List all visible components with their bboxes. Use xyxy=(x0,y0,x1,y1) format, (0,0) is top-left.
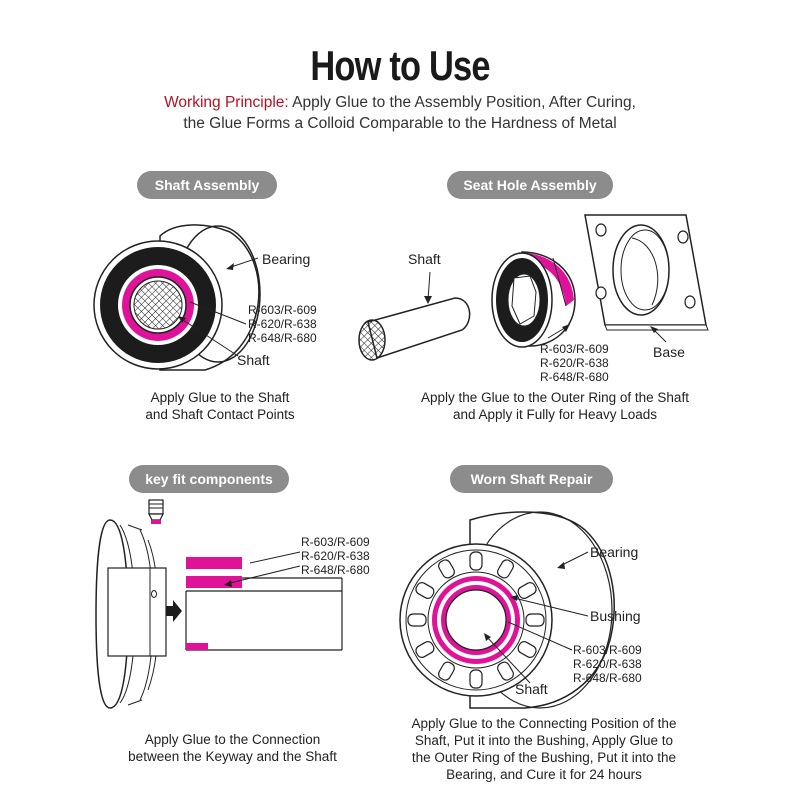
caption-worn-shaft: Apply Glue to the Connecting Position of… xyxy=(411,716,677,782)
label-bearing: Bearing xyxy=(262,251,311,267)
roller-element xyxy=(517,641,537,658)
working-principle: Working Principle: Apply Glue to the Ass… xyxy=(0,92,800,134)
principle-line2: the Glue Forms a Colloid Comparable to t… xyxy=(183,115,617,132)
glue-code: R-603/R-609 xyxy=(248,303,317,317)
pill-key-fit-components: key fit components xyxy=(129,465,289,493)
roller-element xyxy=(469,551,483,571)
base-plate-icon xyxy=(584,214,709,331)
bearing-icon xyxy=(491,251,576,348)
glue-code: R-648/R-680 xyxy=(301,563,370,577)
glue-code: R-620/R-638 xyxy=(573,657,642,671)
roller-element xyxy=(415,641,435,658)
roller-element xyxy=(438,559,455,579)
shaft-icon xyxy=(358,297,471,361)
pill-shaft-assembly: Shaft Assembly xyxy=(137,171,277,199)
label-shaft: Shaft xyxy=(408,251,441,267)
roller-element xyxy=(525,613,545,627)
roller-element xyxy=(438,661,455,681)
label-shaft: Shaft xyxy=(515,681,548,697)
caption-seat-hole: Apply the Glue to the Outer Ring of the … xyxy=(421,390,689,422)
glue-code: R-648/R-680 xyxy=(573,671,642,685)
pill-worn-shaft-repair: Worn Shaft Repair xyxy=(450,465,613,493)
roller-ring xyxy=(407,551,545,689)
glue-codes: R-603/R-609 R-620/R-638 R-648/R-680 xyxy=(248,303,317,345)
glue-code: R-620/R-638 xyxy=(540,356,609,370)
principle-lead: Working Principle: xyxy=(164,94,289,111)
roller-element xyxy=(517,582,537,599)
roller-element xyxy=(497,559,514,579)
roller-element xyxy=(469,669,483,689)
caption-key-fit: Apply Glue to the Connection between the… xyxy=(128,732,337,764)
principle-line1: Apply Glue to the Assembly Position, Aft… xyxy=(288,94,636,111)
arrow-right-icon xyxy=(166,600,182,622)
glue-codes: R-603/R-609 R-620/R-638 R-648/R-680 xyxy=(301,535,370,577)
glue-code: R-648/R-680 xyxy=(540,370,609,384)
glue-code: R-648/R-680 xyxy=(248,331,317,345)
glue-code: R-620/R-638 xyxy=(301,549,370,563)
glue-code: R-620/R-638 xyxy=(248,317,317,331)
label-bushing: Bushing xyxy=(590,608,641,624)
roller-element xyxy=(407,613,427,627)
shaft-icon xyxy=(445,589,507,651)
glue-code: R-603/R-609 xyxy=(301,535,370,549)
glue-codes: R-603/R-609 R-620/R-638 R-648/R-680 xyxy=(540,342,609,384)
roller-element xyxy=(497,661,514,681)
roller-element xyxy=(415,582,435,599)
pill-seat-hole-assembly: Seat Hole Assembly xyxy=(447,171,613,199)
label-shaft: Shaft xyxy=(237,352,270,368)
caption-shaft-assembly: Apply Glue to the Shaft and Shaft Contac… xyxy=(145,390,295,422)
glue-code: R-603/R-609 xyxy=(540,342,609,356)
page-title: How to Use xyxy=(310,42,490,89)
shaft-icon xyxy=(133,280,183,330)
glue-codes: R-603/R-609 R-620/R-638 R-648/R-680 xyxy=(573,643,642,685)
key-icon xyxy=(148,499,164,524)
label-bearing: Bearing xyxy=(590,544,639,560)
glue-code: R-603/R-609 xyxy=(573,643,642,657)
pulley-icon xyxy=(95,519,167,709)
label-base: Base xyxy=(653,344,685,360)
